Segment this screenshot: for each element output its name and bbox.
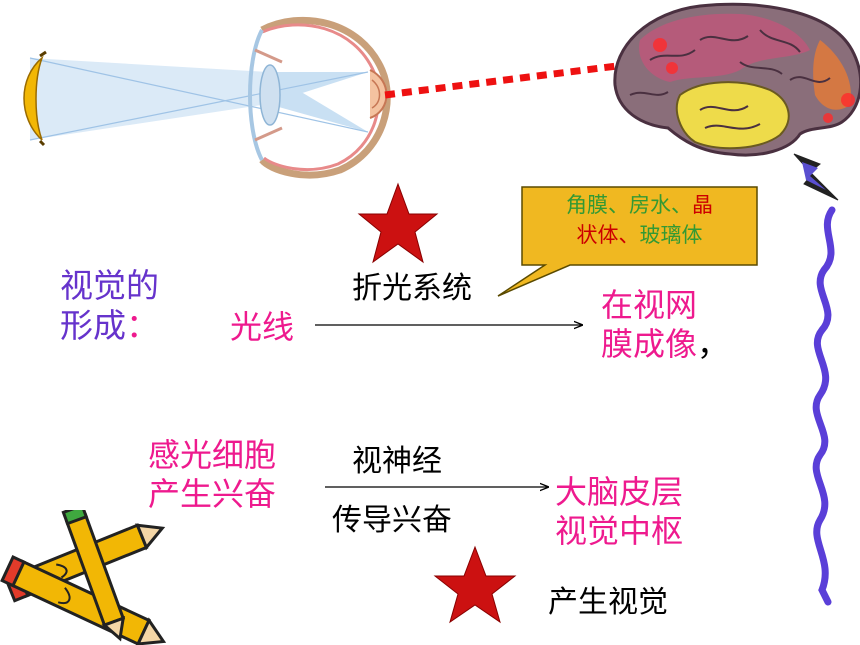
cortex-line2: 视觉中枢 — [555, 512, 684, 551]
pencils-icon — [0, 510, 167, 645]
callout-bubble — [497, 186, 758, 297]
optic-nerve-label: 视神经 — [352, 444, 442, 479]
photoreceptor-label: 感光细胞 产生兴奋 — [148, 436, 276, 514]
optic-nerve-dotted-line — [384, 61, 626, 99]
light-label: 光线 — [230, 308, 295, 346]
squiggle-decoration — [793, 153, 839, 606]
photoreceptor-line1: 感光细胞 — [148, 436, 277, 474]
heading-colon: ： — [126, 306, 159, 346]
heading-line2: 形成 — [60, 306, 126, 346]
callout-part4: 玻璃体 — [639, 223, 703, 248]
conduction-label: 传导兴奋 — [332, 503, 452, 538]
light-rays — [29, 57, 369, 141]
retina-image-label: 在视网 膜成像， — [601, 286, 729, 364]
callout-part2: 晶 — [692, 193, 713, 217]
eye-brain-illustration — [0, 0, 860, 185]
visual-cortex-label: 大脑皮层 视觉中枢 — [555, 473, 683, 551]
refraction-system-label: 折光系统 — [352, 271, 472, 306]
brain-icon — [613, 2, 860, 157]
retina-line2: 膜成像 — [601, 325, 698, 364]
star-icon — [357, 182, 439, 264]
heading-line1: 视觉的 — [60, 266, 159, 305]
retina-line1: 在视网 — [601, 286, 698, 324]
photoreceptor-line2: 产生兴奋 — [148, 475, 277, 514]
retina-suffix: ， — [697, 325, 730, 364]
refraction-parts-callout: 角膜、房水、晶 状体、玻璃体 — [522, 190, 757, 251]
callout-part1: 角膜、房水、 — [566, 193, 692, 217]
banana-icon — [23, 50, 47, 147]
produce-vision-label: 产生视觉 — [548, 585, 668, 620]
cortex-line1: 大脑皮层 — [555, 473, 684, 511]
callout-part3: 状体、 — [576, 223, 640, 248]
vision-formation-heading: 视觉的 形成： — [60, 266, 159, 347]
star-icon — [433, 545, 517, 624]
